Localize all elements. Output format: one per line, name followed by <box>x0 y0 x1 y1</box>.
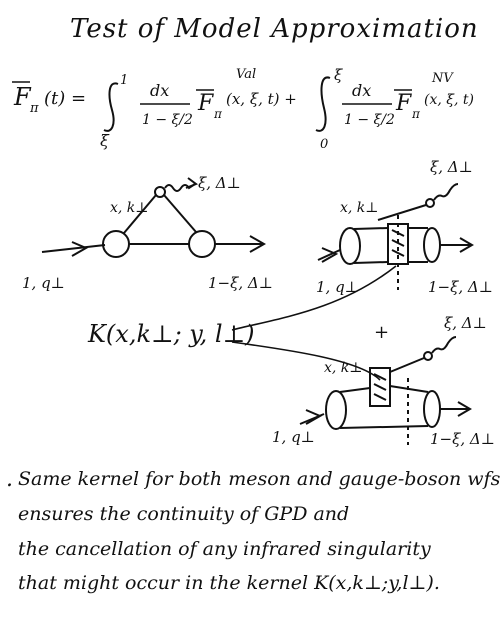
fraction-2-denom: 1 − ξ/2 <box>344 112 395 128</box>
tr-outgoing-label: 1−ξ, Δ⊥ <box>428 278 493 296</box>
f-nv: F <box>395 91 412 116</box>
note-line-4: that might occur in the kernel K(x,k⊥;y,… <box>18 572 440 594</box>
tl-outgoing-label: 1−ξ, Δ⊥ <box>208 274 273 292</box>
photon-line <box>431 336 457 354</box>
incoming-arrow <box>305 409 323 425</box>
lower-line <box>339 425 429 429</box>
br-quark-label: x, k⊥ <box>324 360 362 376</box>
integral-1-upper: 1 <box>120 73 128 88</box>
integral-2-lower: 0 <box>320 137 328 152</box>
tl-photon-label: ξ, Δ⊥ <box>198 174 241 192</box>
kernel-hatch <box>373 373 387 401</box>
outgoing-arrow <box>457 401 472 417</box>
outgoing-arrow <box>459 237 474 253</box>
photon-line <box>164 183 196 192</box>
diagram-nonvalence-bottom <box>299 336 472 445</box>
f-val-sub: π <box>213 107 223 121</box>
plus-sign: + <box>374 322 389 343</box>
f-nv-arg: (x, ξ, t) <box>424 92 474 108</box>
integral-1-lower: ξ <box>100 131 110 150</box>
integral-2-sign <box>315 76 331 132</box>
meson-blob <box>325 390 347 430</box>
integral-2-upper: ξ <box>334 66 343 84</box>
vertex-left <box>102 230 130 258</box>
note-line-2: ensures the continuity of GPD and <box>18 503 350 525</box>
note-line-3: the cancellation of any infrared singula… <box>18 538 431 560</box>
out-blob <box>423 390 441 428</box>
photon-vertex <box>425 198 435 208</box>
photon-arrow <box>185 177 199 189</box>
photon-vertex <box>423 351 433 361</box>
right-edge <box>163 194 197 233</box>
quark-line <box>377 204 427 221</box>
br-incoming-label: 1, q⊥ <box>272 428 315 446</box>
quark-line <box>389 357 425 373</box>
f-val: F <box>197 91 214 116</box>
br-outgoing-label: 1−ξ, Δ⊥ <box>430 430 495 448</box>
lower-line <box>353 261 389 264</box>
tr-incoming-label: 1, q⊥ <box>316 278 359 296</box>
f-nv-sup: NV <box>431 71 454 86</box>
f-val-sup: Val <box>236 67 256 82</box>
tr-quark-label: x, k⊥ <box>340 200 378 216</box>
fraction-2-num: dx <box>352 81 371 100</box>
tl-incoming-label: 1, q⊥ <box>22 274 65 292</box>
diagram-nonvalence-top <box>317 183 474 290</box>
photon-vertex <box>154 186 166 198</box>
formula: F π (t) = 1 ξ dx 1 − ξ/2 F Val π (x, ξ, … <box>12 66 474 152</box>
f-val-arg: (x, ξ, t) + <box>226 90 297 108</box>
fraction-1-denom: 1 − ξ/2 <box>142 112 193 128</box>
formula-lhs-arg: (t) = <box>44 88 86 109</box>
page-title: Test of Model Approximation <box>70 14 479 44</box>
upper-line <box>339 387 371 393</box>
formula-lhs-sub: π <box>29 101 39 116</box>
br-photon-label: ξ, Δ⊥ <box>444 314 487 332</box>
incoming-line <box>317 249 341 261</box>
fraction-1-num: dx <box>150 81 169 100</box>
tr-photon-label: ξ, Δ⊥ <box>430 158 473 176</box>
upper-line <box>353 227 389 230</box>
tl-quark-label: x, k⊥ <box>110 200 148 216</box>
out-blob <box>423 227 441 263</box>
bullet-mark: . <box>6 467 13 492</box>
kernel-connector-top <box>231 265 397 331</box>
vertex-right <box>188 230 216 258</box>
formula-lhs: F <box>13 83 32 111</box>
photon-line <box>433 183 459 201</box>
diagram-valence <box>41 177 267 258</box>
outgoing-arrow <box>249 235 267 253</box>
incoming-arrow <box>321 247 339 263</box>
note-line-1: Same kernel for both meson and gauge-bos… <box>18 468 500 490</box>
incoming-arrow <box>71 241 89 257</box>
f-nv-sub: π <box>411 107 421 121</box>
kernel-label: K(x,k⊥; y, l⊥) <box>87 320 255 348</box>
incoming-line <box>41 244 106 253</box>
meson-blob <box>339 227 361 265</box>
left-edge <box>123 194 157 234</box>
integral-1-sign <box>103 82 119 132</box>
